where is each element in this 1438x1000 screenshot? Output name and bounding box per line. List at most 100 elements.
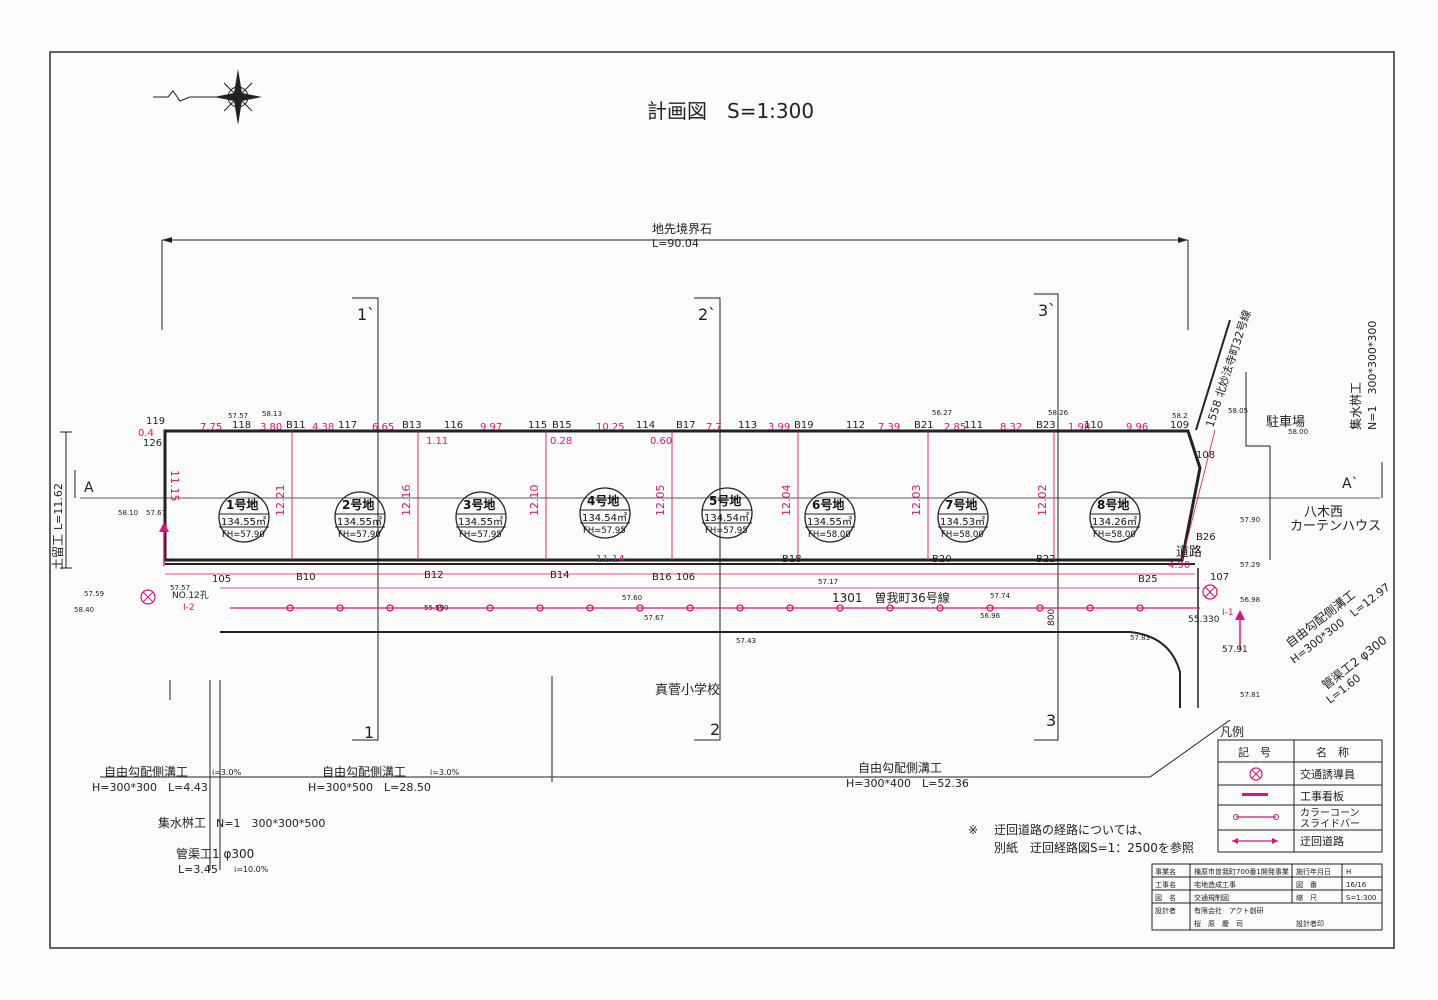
title-block-cell: 事業名 bbox=[1155, 867, 1176, 876]
elev-3: 56.27 bbox=[932, 409, 952, 417]
bottom-widths: 11.14 4.90 bbox=[596, 554, 1190, 571]
arrow-right-icon bbox=[1235, 610, 1245, 650]
elev-19: 55.590 bbox=[424, 604, 449, 612]
depth-7: 12.03 bbox=[910, 485, 923, 517]
lot-4-fh: FH=57.95 bbox=[583, 526, 626, 536]
detour-note: ※ 迂回道路の経路については、 別紙 迂回経路図S=1：2500を参照 bbox=[968, 822, 1194, 855]
section-1-top: 1` bbox=[357, 305, 375, 324]
legend-cone-icon bbox=[1233, 814, 1279, 820]
lot-7-num: 7号地 bbox=[945, 497, 977, 512]
lot-4: 4号地 134.54㎡ FH=57.95 bbox=[579, 487, 631, 539]
legend-title: 凡例 bbox=[1220, 725, 1244, 739]
title-block-cell: 縮 尺 bbox=[1296, 893, 1317, 902]
misc-label-2: I-2 bbox=[183, 603, 195, 613]
depth-4: 12.10 bbox=[528, 485, 541, 517]
ditch-1-slope: i=3.0% bbox=[212, 768, 242, 777]
lot-3-fh: FH=57.95 bbox=[459, 530, 502, 540]
pt-116: 116 bbox=[444, 420, 463, 431]
depth-3: 12.16 bbox=[400, 485, 413, 517]
top-width-12: 1.98 bbox=[1068, 422, 1090, 433]
pt-B12: B12 bbox=[424, 570, 444, 581]
section-1-bottom: 1 bbox=[364, 723, 374, 742]
lot-2-area: 134.55㎡ bbox=[337, 516, 382, 528]
section-2-top: 2` bbox=[698, 305, 716, 324]
retaining-wall-spec: L=11.62 bbox=[52, 483, 65, 530]
drawing-title: 計画図 S=1:300 bbox=[647, 99, 814, 123]
ditch-1: 自由勾配側溝工 i=3.0% H=300*300 L=4.43 bbox=[92, 765, 242, 794]
title-block-cell: S=1:300 bbox=[1346, 894, 1376, 902]
elev-13: 57.43 bbox=[736, 637, 756, 645]
pt-B19: B19 bbox=[794, 420, 814, 431]
lot-2-num: 2号地 bbox=[342, 497, 374, 512]
top-width-7: 7.7 bbox=[706, 422, 722, 433]
pt-B26: B26 bbox=[1196, 532, 1216, 543]
pt-B25: B25 bbox=[1138, 574, 1158, 585]
pt-B17: B17 bbox=[676, 420, 696, 431]
elev-21: 57.59 bbox=[84, 590, 104, 598]
depth-6: 12.04 bbox=[780, 485, 793, 517]
top-width-11: 8.32 bbox=[1000, 422, 1022, 433]
pt-B23: B23 bbox=[1036, 420, 1056, 431]
top-points: 118 B11 117 B13 116 115 B15 114 B17 113 … bbox=[143, 416, 1189, 449]
legend-guard-icon bbox=[1249, 767, 1263, 781]
lot-5-area: 134.54㎡ bbox=[704, 512, 749, 524]
pt-117: 117 bbox=[338, 420, 357, 431]
title-block-cell: 宅地造成工事 bbox=[1194, 880, 1236, 889]
top-width-6: 10.25 bbox=[596, 422, 625, 433]
section-a-left: A bbox=[84, 480, 94, 496]
collection-box-left-spec: N=1 300*300*500 bbox=[216, 817, 325, 830]
pt-113: 113 bbox=[738, 420, 757, 431]
section-3-top: 3` bbox=[1038, 301, 1056, 320]
title-block-cell: 図 番 bbox=[1296, 881, 1317, 889]
elev-8: 57.90 bbox=[1240, 516, 1260, 524]
top-width-2: 3.80 bbox=[260, 422, 282, 433]
bottom-boundary bbox=[165, 563, 1195, 575]
pt-112: 112 bbox=[846, 420, 865, 431]
elev-22: 58.40 bbox=[74, 606, 94, 614]
lot-7: 7号地 134.53㎡ FH=58.00 bbox=[937, 491, 989, 543]
title-block-cell: 16/16 bbox=[1346, 881, 1367, 889]
top-width-8: 3.99 bbox=[768, 422, 790, 433]
lot-5-fh: FH=57.95 bbox=[705, 526, 748, 536]
pt-B10: B10 bbox=[296, 572, 316, 583]
depth-5: 12.05 bbox=[654, 485, 667, 517]
lot-3-area: 134.55㎡ bbox=[458, 516, 503, 528]
pt-126: 126 bbox=[143, 438, 162, 449]
road-label-small: 道路 bbox=[1176, 544, 1202, 560]
elev-9: 57.29 bbox=[1240, 561, 1260, 569]
note-line-2: 別紙 迂回経路図S=1：2500を参照 bbox=[994, 840, 1194, 855]
pipe-left-slope: i=10.0% bbox=[234, 865, 269, 874]
collection-box-right: 集水桝工 N=1 300*300*300 bbox=[1348, 321, 1379, 430]
pt-105: 105 bbox=[212, 574, 231, 585]
pt-114: 114 bbox=[636, 420, 655, 431]
lot-dividers bbox=[291, 431, 1055, 560]
legend-item-3-line-1: カラーコーン bbox=[1300, 807, 1360, 819]
pt-109: 109 bbox=[1170, 420, 1189, 431]
title-block-cell: 設計者印 bbox=[1296, 919, 1324, 928]
site-boundary bbox=[163, 429, 1202, 562]
pt-106: 106 bbox=[676, 572, 695, 583]
elev-4: 58.26 bbox=[1048, 409, 1069, 417]
elev-10: 56.98 bbox=[1240, 596, 1260, 604]
elev-20: 57.57 bbox=[170, 584, 190, 592]
pt-111: 111 bbox=[964, 420, 983, 431]
lot-4-num: 4号地 bbox=[587, 493, 619, 508]
legend-item-3: カラーコーン スライドバー bbox=[1300, 807, 1363, 830]
lot-7-area: 134.53㎡ bbox=[940, 516, 985, 528]
pipe-right: 管渠工2 φ300 L=1.60 bbox=[1319, 632, 1390, 706]
elevations: 57.57 58.13 56.27 58.26 58.2 58.05 58.00… bbox=[74, 407, 1308, 699]
legend-item-3-line-2: スライドバー bbox=[1300, 818, 1360, 830]
ditch-2: 自由勾配側溝工 i=3.0% H=300*500 L=28.50 bbox=[308, 765, 460, 794]
section-2-bottom: 2 bbox=[710, 720, 720, 739]
lot-1-num: 1号地 bbox=[226, 497, 258, 512]
misc-label-1: NO.12孔 bbox=[172, 590, 209, 601]
depth-1: 11.15 bbox=[168, 470, 181, 502]
lot-5-num: 5号地 bbox=[709, 493, 741, 508]
top-widths: 7.75 3.80 4.38 6.65 9.97 10.25 7.7 3.99 … bbox=[138, 422, 1148, 439]
pt-107: 107 bbox=[1210, 572, 1229, 583]
bottom-width-2: 4.90 bbox=[1168, 560, 1190, 571]
collection-box-left-title: 集水桝工 bbox=[158, 815, 206, 830]
lot-8-num: 8号地 bbox=[1097, 497, 1129, 512]
title-block-cell: 有限会社 アクト創研 bbox=[1194, 906, 1264, 915]
pt-B22: B22 bbox=[1036, 554, 1056, 565]
